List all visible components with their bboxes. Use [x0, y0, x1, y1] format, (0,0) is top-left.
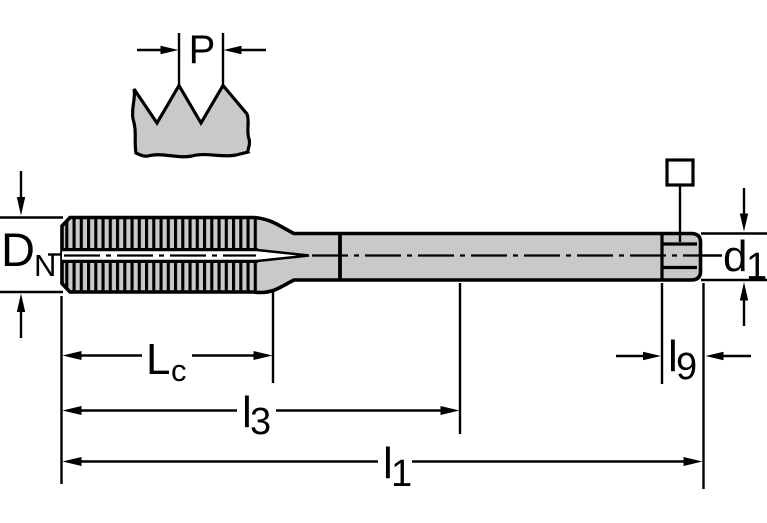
dn-label-sub: N: [34, 248, 56, 283]
dimension-d1: d 1: [700, 188, 767, 326]
arrowhead-down-icon: [16, 197, 26, 216]
thread-profile-shape: [130, 82, 252, 159]
square-symbol-icon: [665, 158, 695, 187]
dimension-lc: L c: [62, 335, 273, 388]
thread-profile-detail: P: [130, 28, 266, 159]
l3-label: l: [242, 388, 252, 437]
arrowhead-left-icon: [62, 406, 82, 415]
dimension-dn: D N: [0, 171, 63, 338]
arrowhead-left-icon: [223, 45, 242, 55]
lc-label: L: [146, 335, 170, 384]
dimension-l9: l 9: [616, 332, 751, 388]
l1-label-sub: 1: [391, 453, 412, 495]
arrowhead-up-icon: [16, 293, 26, 312]
arrowhead-right-icon: [683, 457, 703, 466]
pitch-dimension: P: [137, 28, 266, 86]
l3-label-sub: 3: [250, 401, 271, 443]
l9-label-sub: 9: [676, 346, 697, 388]
tap-body: [60, 215, 703, 295]
arrowhead-left-icon: [62, 351, 82, 360]
l9-label: l: [668, 332, 678, 381]
square-drive-callout: [665, 158, 695, 242]
lc-label-sub: c: [171, 353, 187, 388]
arrowhead-right-icon: [440, 406, 460, 415]
d1-label-sub: 1: [746, 246, 767, 288]
arrowhead-right-icon: [253, 351, 273, 360]
thread-hatch-upper: [63, 219, 259, 250]
arrowhead-right-icon: [160, 45, 179, 55]
thread-hatch-lower: [63, 262, 259, 291]
dn-label: D: [1, 223, 35, 276]
arrowhead-left-icon: [705, 351, 724, 361]
pitch-label: P: [189, 28, 216, 72]
d1-label: d: [723, 232, 747, 281]
flute-runout-point: [256, 248, 310, 263]
dimension-l1: l 1: [62, 439, 703, 495]
arrowhead-down-icon: [739, 213, 749, 232]
l1-label: l: [383, 439, 393, 488]
arrowhead-right-icon: [643, 351, 661, 361]
arrowhead-left-icon: [62, 457, 82, 466]
dimension-l3: l 3: [62, 388, 460, 443]
arrowhead-up-icon: [739, 282, 749, 301]
